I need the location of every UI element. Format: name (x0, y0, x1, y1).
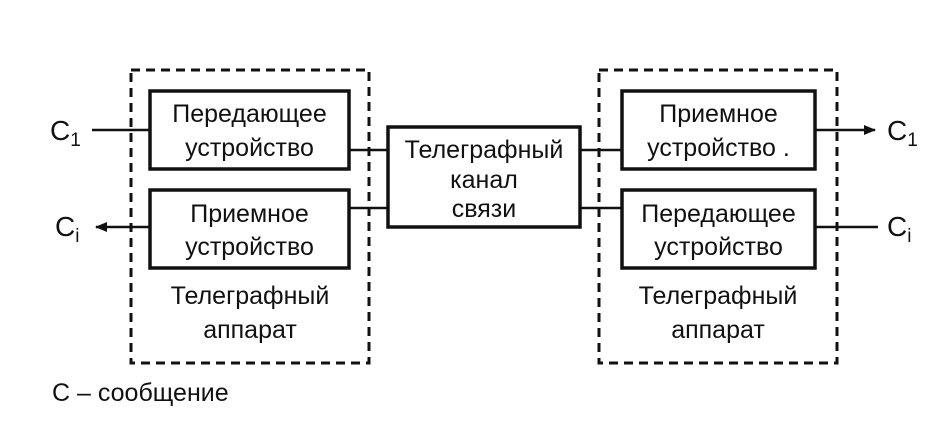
right-apparatus-caption-line1: Телеграфный (639, 282, 798, 310)
signal-right-in-sub: i (907, 226, 911, 247)
left-transmitter-label-line2: устройство (185, 134, 314, 162)
legend-note: C – сообщение (52, 379, 229, 407)
right-apparatus-frame (597, 68, 839, 365)
left-receiver-label-line2: устройство (185, 233, 314, 261)
signal-left-in: C1 (50, 115, 81, 151)
left-receiver-box: Приемное устройство (148, 188, 351, 270)
right-apparatus-caption-line2: аппарат (671, 316, 765, 344)
right-transmitter-box: Передающее устройство (620, 188, 817, 270)
channel-label-line2: канал (450, 166, 518, 194)
signal-right-out-base: C (887, 115, 907, 146)
left-transmitter-box: Передающее устройство (148, 89, 351, 171)
right-transmitter-label-line1: Передающее (641, 200, 795, 228)
right-receiver-label-line2: устройство . (647, 134, 790, 162)
channel-label-line3: связи (452, 195, 516, 223)
left-receiver-label-line1: Приемное (190, 200, 309, 228)
telegraph-channel-box: Телеграфный канал связи (386, 125, 582, 229)
right-receiver-label-line1: Приемное (659, 100, 778, 128)
signal-right-out-sub: 1 (907, 130, 918, 151)
signal-right-out: C1 (887, 115, 918, 151)
left-apparatus-caption-line1: Телеграфный (171, 282, 330, 310)
signal-right-in: Ci (887, 211, 911, 247)
right-receiver-box: Приемное устройство . (620, 89, 817, 171)
channel-label-line1: Телеграфный (405, 136, 564, 164)
signal-left-out-base: C (55, 211, 75, 242)
left-apparatus-frame (129, 68, 371, 365)
signal-left-out: Ci (55, 211, 79, 247)
signal-left-in-sub: 1 (70, 130, 81, 151)
left-transmitter-label-line1: Передающее (172, 100, 326, 128)
right-transmitter-label-line2: устройство (654, 233, 783, 261)
signal-left-in-base: C (50, 115, 70, 146)
signal-right-in-base: C (887, 211, 907, 242)
signal-left-out-sub: i (75, 226, 79, 247)
left-apparatus-caption-line2: аппарат (203, 316, 297, 344)
